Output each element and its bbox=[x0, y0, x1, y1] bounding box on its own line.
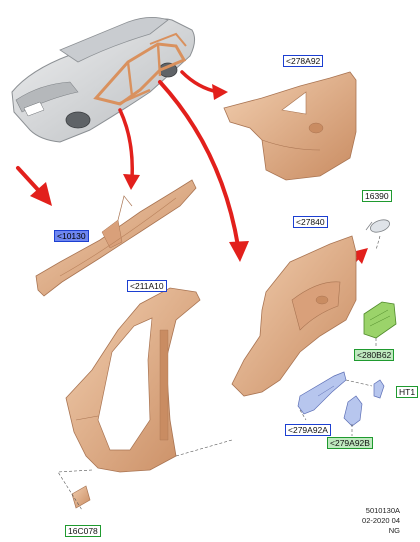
fuel-filler-door[interactable] bbox=[365, 217, 391, 234]
label-fuel-filler-door[interactable]: 16390 bbox=[362, 190, 392, 202]
arrow-to-lower-quarter bbox=[158, 80, 240, 248]
footer-ref: 5010130A bbox=[365, 506, 400, 515]
car-body-side-highlight bbox=[93, 32, 187, 106]
clip[interactable] bbox=[373, 379, 385, 399]
arrow-pointer-left bbox=[16, 166, 42, 194]
label-fuel-filler-housing[interactable]: <280B62 bbox=[354, 349, 395, 361]
car-body bbox=[11, 17, 196, 143]
leader-lines bbox=[57, 235, 381, 511]
label-rear-quarter-lower[interactable]: <27840 bbox=[293, 216, 328, 228]
arrow-to-lower-quarter-head bbox=[229, 241, 249, 262]
arrow-to-rocker-head bbox=[123, 174, 140, 190]
footer-region: NG bbox=[388, 526, 400, 535]
arrow-pointer-left-head bbox=[30, 182, 52, 206]
label-clip[interactable]: HT1 bbox=[396, 386, 419, 398]
label-bracket-a[interactable]: <279A92A bbox=[285, 424, 331, 436]
arrow-to-rear-quarter bbox=[180, 70, 220, 94]
label-rocker-panel[interactable]: <10130 bbox=[54, 230, 89, 242]
label-bracket-b[interactable]: <279A92B bbox=[327, 437, 373, 449]
label-rear-quarter-upper[interactable]: <278A92 bbox=[283, 55, 324, 67]
footer-date: 02-2020 04 bbox=[362, 516, 400, 525]
bracket-a[interactable] bbox=[297, 371, 347, 415]
label-small-plate[interactable]: 16C078 bbox=[65, 525, 101, 537]
arrow-to-rocker bbox=[118, 108, 134, 180]
rocker-panel[interactable] bbox=[35, 179, 197, 297]
small-plate[interactable] bbox=[71, 485, 91, 509]
arrow-to-rear-quarter-head bbox=[212, 84, 228, 100]
fuel-filler-housing[interactable] bbox=[363, 301, 397, 339]
rear-quarter-lower-panel[interactable] bbox=[231, 235, 357, 397]
body-side-frame[interactable] bbox=[65, 287, 201, 473]
label-body-side-frame[interactable]: <211A10 bbox=[127, 280, 167, 292]
bracket-b[interactable] bbox=[343, 395, 363, 427]
rear-quarter-upper-panel[interactable] bbox=[223, 71, 357, 181]
